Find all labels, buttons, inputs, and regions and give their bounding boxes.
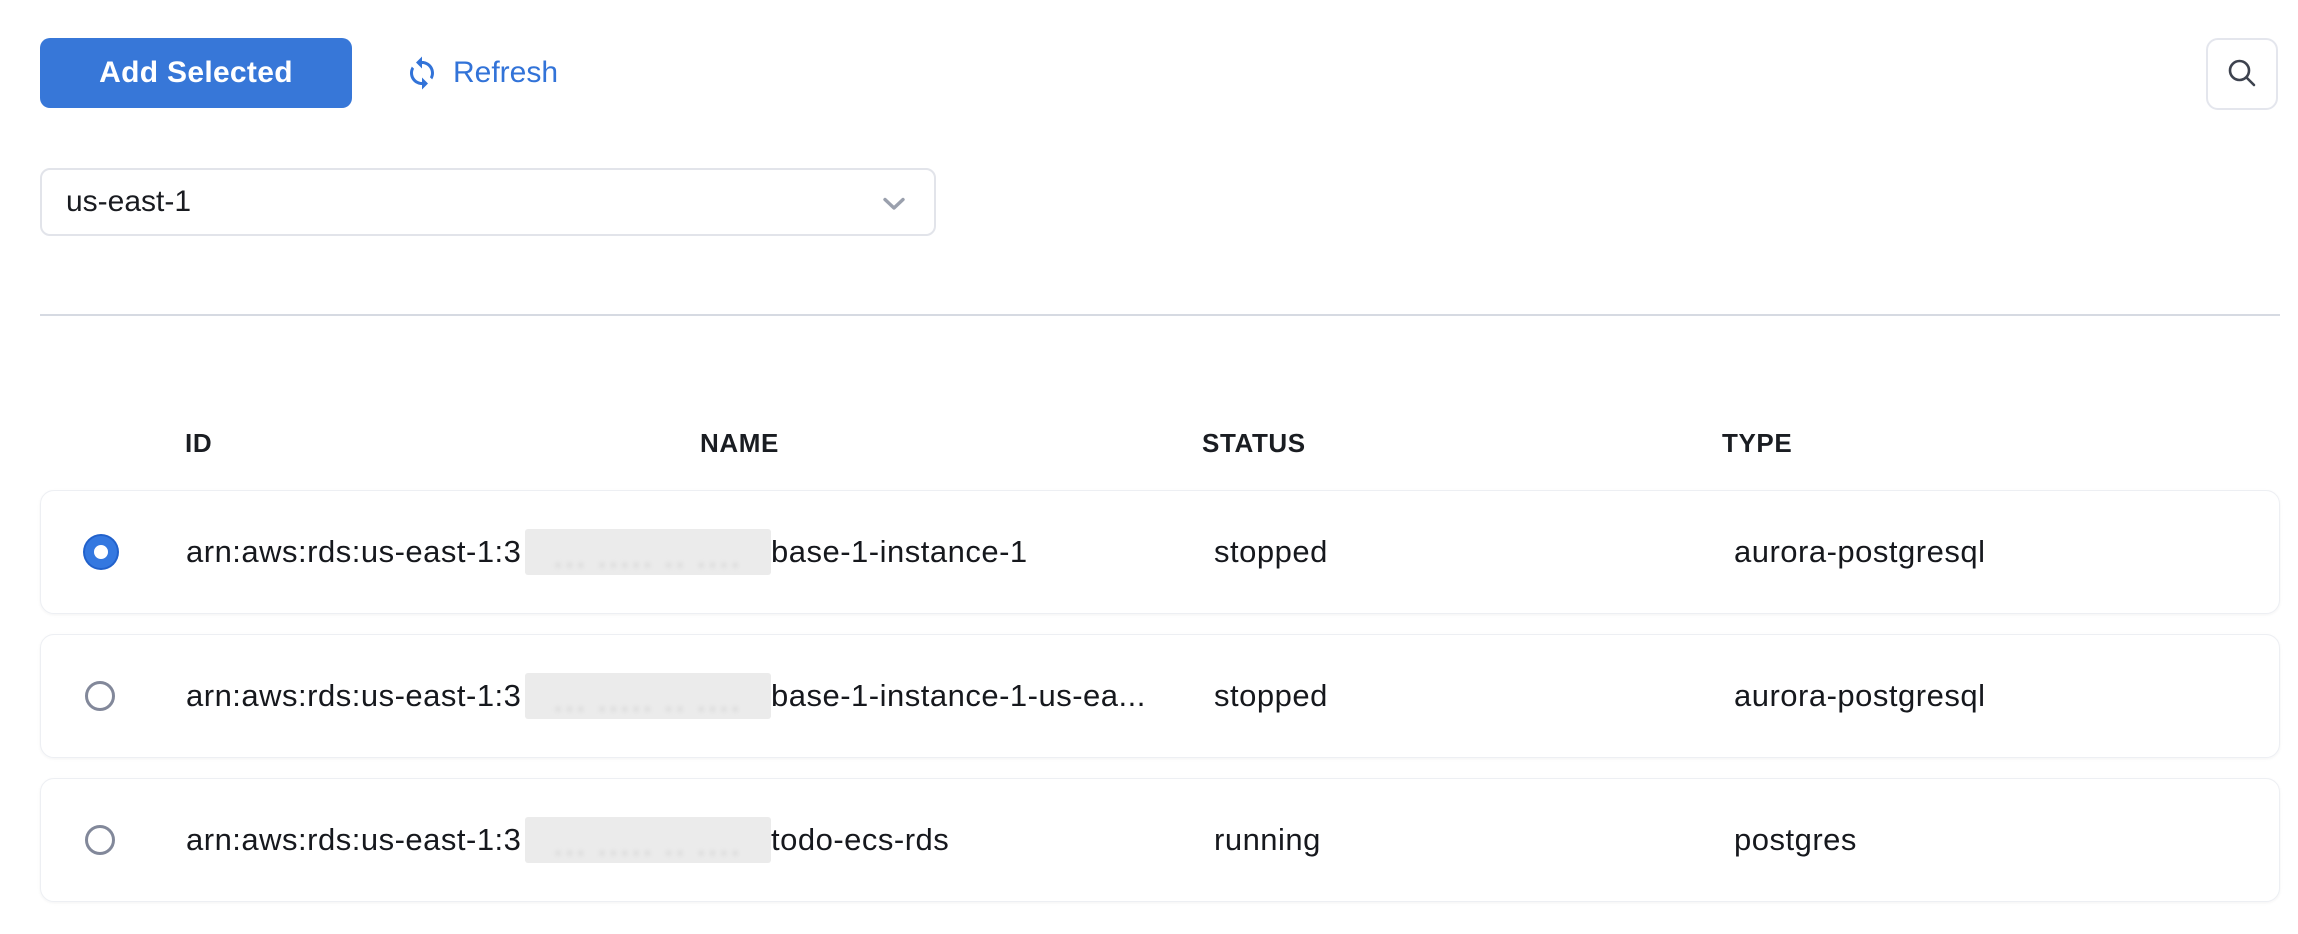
name-cell: base-1-instance-1: [771, 534, 1028, 569]
redacted-id-segment: ··· ····· ·· ····: [525, 817, 771, 863]
radio-button[interactable]: [85, 536, 117, 568]
region-select-value: us-east-1: [66, 185, 192, 218]
name-cell: todo-ecs-rds: [771, 822, 950, 857]
status-cell: stopped: [1214, 678, 1328, 713]
add-selected-button[interactable]: Add Selected: [40, 38, 352, 108]
redaction-blur: ··· ····· ·· ····: [554, 694, 743, 719]
region-select[interactable]: us-east-1: [40, 168, 936, 236]
table-row[interactable]: arn:aws:rds:us-east-1:3 ··· ····· ·· ···…: [40, 634, 2280, 758]
redaction-blur: ··· ····· ·· ····: [554, 550, 743, 575]
id-cell: arn:aws:rds:us-east-1:3 ··· ····· ·· ···…: [186, 635, 771, 757]
id-prefix: arn:aws:rds:us-east-1:3: [186, 678, 522, 713]
redacted-id-segment: ··· ····· ·· ····: [525, 529, 771, 575]
radio-button[interactable]: [85, 825, 115, 855]
id-prefix: arn:aws:rds:us-east-1:3: [186, 822, 522, 857]
type-cell: postgres: [1734, 822, 1857, 857]
table-row[interactable]: arn:aws:rds:us-east-1:3 ··· ····· ·· ···…: [40, 490, 2280, 614]
chevron-down-icon: [882, 185, 906, 219]
divider: [40, 314, 2280, 316]
id-cell: arn:aws:rds:us-east-1:3 ··· ····· ·· ···…: [186, 491, 771, 613]
name-cell: base-1-instance-1-us-ea...: [771, 678, 1146, 713]
id-cell: arn:aws:rds:us-east-1:3 ··· ····· ·· ···…: [186, 779, 771, 901]
status-cell: running: [1214, 822, 1321, 857]
search-button[interactable]: [2206, 38, 2278, 110]
refresh-label: Refresh: [453, 56, 559, 89]
type-cell: aurora-postgresql: [1734, 678, 1986, 713]
column-header-status: STATUS: [1202, 428, 1306, 458]
refresh-button[interactable]: Refresh: [404, 38, 558, 108]
table-row[interactable]: arn:aws:rds:us-east-1:3 ··· ····· ·· ···…: [40, 778, 2280, 902]
redaction-blur: ··· ····· ·· ····: [554, 838, 743, 863]
radio-button[interactable]: [85, 681, 115, 711]
type-cell: aurora-postgresql: [1734, 534, 1986, 569]
column-header-id: ID: [185, 428, 213, 458]
status-cell: stopped: [1214, 534, 1328, 569]
id-prefix: arn:aws:rds:us-east-1:3: [186, 534, 522, 569]
redacted-id-segment: ··· ····· ·· ····: [525, 673, 771, 719]
column-header-type: TYPE: [1722, 428, 1793, 458]
column-header-name: NAME: [700, 428, 779, 458]
table-header: ID NAME STATUS TYPE: [0, 428, 2298, 458]
refresh-sync-icon: [404, 55, 440, 91]
search-icon: [2225, 56, 2259, 93]
